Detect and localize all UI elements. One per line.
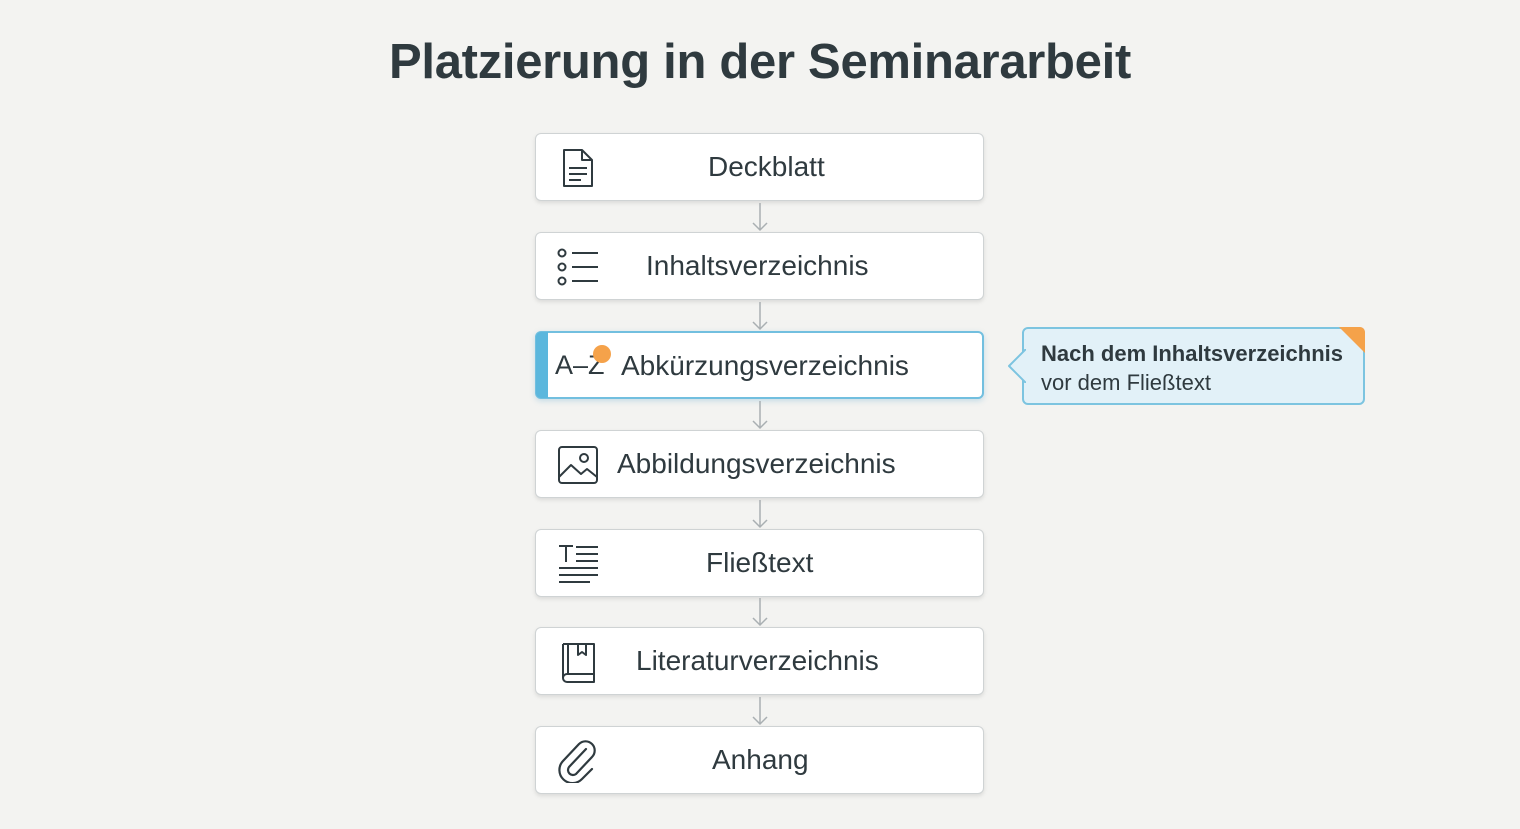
callout-pointer (1008, 349, 1026, 383)
callout-note: Nach dem Inhaltsverzeichnis vor dem Flie… (1008, 327, 1365, 405)
callout-heading: Nach dem Inhaltsverzeichnis (1041, 341, 1343, 366)
corner-fold-marker (1339, 327, 1365, 353)
connector-arrow (752, 302, 768, 331)
marker-dot (593, 345, 611, 363)
image-icon (558, 446, 598, 484)
step-inhaltsverzeichnis: Inhaltsverzeichnis (535, 232, 984, 300)
step-label: Deckblatt (708, 151, 825, 182)
callout-subtext: vor dem Fließtext (1041, 370, 1211, 395)
a-z-icon: A–Z (555, 350, 605, 380)
step-literaturverzeichnis: Literaturverzeichnis (535, 627, 984, 695)
step-label: Fließtext (706, 547, 814, 578)
step-abbildungsverzeichnis: Abbildungsverzeichnis (535, 430, 984, 498)
step-fliesstext: Fließtext (535, 529, 984, 597)
document-icon (563, 149, 593, 187)
step-label: Inhaltsverzeichnis (646, 250, 869, 281)
connector-arrow (752, 500, 768, 529)
step-label: Abkürzungsverzeichnis (621, 350, 909, 381)
step-deckblatt: Deckblatt (535, 133, 984, 201)
connector-arrow (752, 697, 768, 726)
step-label: Abbildungsverzeichnis (617, 448, 896, 479)
book-icon (562, 643, 595, 683)
highlight-accent-bar (536, 332, 548, 398)
list-icon (557, 248, 598, 286)
paperclip-icon (558, 740, 596, 783)
step-label: Anhang (712, 744, 809, 775)
text-icon (559, 545, 598, 583)
connector-arrow (752, 401, 768, 430)
step-label: Literaturverzeichnis (636, 645, 879, 676)
step-anhang: Anhang (535, 726, 984, 794)
connector-arrow (752, 598, 768, 627)
page-title: Platzierung in der Seminararbeit (389, 35, 1131, 89)
step-abkuerzungsverzeichnis: A–Z Abkürzungsverzeichnis (535, 331, 984, 399)
connector-arrow (752, 203, 768, 232)
